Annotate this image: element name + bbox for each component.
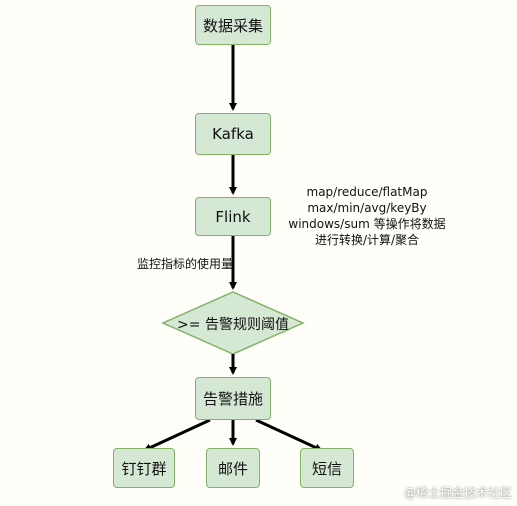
node-flink: Flink	[195, 197, 271, 236]
flink-ops-line: 进行转换/计算/聚合	[314, 233, 420, 247]
flink-ops-line: map/reduce/flatMap	[306, 185, 428, 199]
arrow-alert-to-dingtalk	[143, 418, 211, 452]
node-sms: 短信	[300, 448, 354, 488]
flink-ops-line: max/min/avg/keyBy	[307, 201, 427, 215]
node-email: 邮件	[206, 448, 260, 488]
node-dingtalk: 钉钉群	[113, 448, 175, 488]
metric-usage-annotation: 监控指标的使用量	[137, 257, 234, 271]
arrow-alert-to-sms	[255, 418, 323, 452]
flink-ops-line: windows/sum 等操作将数据	[288, 217, 446, 231]
node-kafka: Kafka	[195, 113, 271, 155]
flink-ops-annotation: map/reduce/flatMap max/min/avg/keyBy win…	[287, 184, 447, 248]
node-collect: 数据采集	[195, 5, 271, 45]
watermark: @稀土掘金技术社区	[404, 486, 513, 500]
node-alert: 告警措施	[195, 377, 271, 420]
node-rule-label: >= 告警规则阈值	[177, 317, 289, 333]
